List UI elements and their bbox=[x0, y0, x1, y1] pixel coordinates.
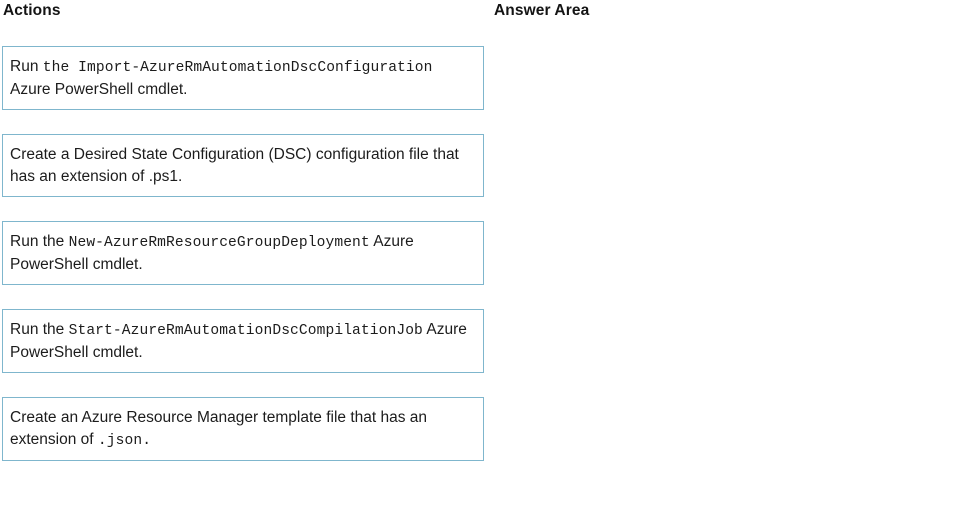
action-text: Run bbox=[10, 58, 43, 75]
action-card[interactable]: Run the Import-AzureRmAutomationDscConfi… bbox=[2, 46, 484, 110]
action-text: Create a Desired State Configuration (DS… bbox=[10, 146, 459, 185]
action-text: Run the bbox=[10, 321, 69, 338]
action-text: Azure PowerShell cmdlet. bbox=[10, 321, 467, 361]
action-text: Azure PowerShell cmdlet. bbox=[10, 81, 188, 98]
action-card[interactable]: Create a Desired State Configuration (DS… bbox=[2, 134, 484, 197]
action-text: Azure PowerShell cmdlet. bbox=[10, 233, 414, 273]
action-text: Run the bbox=[10, 233, 69, 250]
action-text: Create an Azure Resource Manager templat… bbox=[10, 409, 428, 448]
action-card[interactable]: Create an Azure Resource Manager templat… bbox=[2, 397, 484, 461]
answer-area-dropzone[interactable] bbox=[494, 46, 972, 508]
cmdlet-name: the Import-AzureRmAutomationDscConfigura… bbox=[42, 60, 433, 76]
answer-area-column-heading: Answer Area bbox=[494, 2, 590, 19]
action-card[interactable]: Run the New-AzureRmResourceGroupDeployme… bbox=[2, 221, 484, 285]
actions-column-heading: Actions bbox=[3, 2, 61, 19]
actions-list: Run the Import-AzureRmAutomationDscConfi… bbox=[2, 46, 484, 461]
action-card[interactable]: Run the Start-AzureRmAutomationDscCompil… bbox=[2, 309, 484, 373]
cmdlet-name: New-AzureRmResourceGroupDeployment bbox=[68, 235, 370, 251]
cmdlet-name: Start-AzureRmAutomationDscCompilationJob bbox=[68, 323, 423, 339]
cmdlet-name: .json. bbox=[97, 433, 152, 449]
